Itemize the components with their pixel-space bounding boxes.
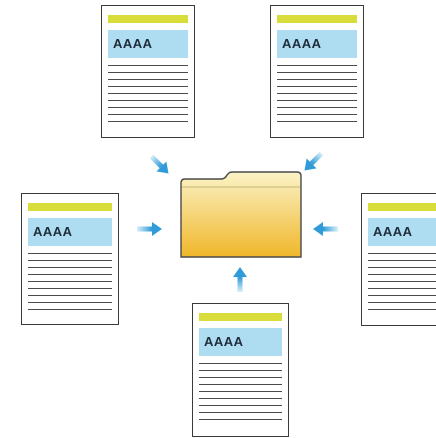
text-line (108, 107, 188, 108)
text-line (108, 93, 188, 94)
text-line (199, 419, 282, 420)
text-line (277, 72, 357, 73)
text-line (199, 412, 282, 413)
document-title: AAAA (368, 218, 436, 246)
text-line (28, 281, 112, 282)
document-right: AAAA (361, 193, 436, 326)
text-line (368, 260, 436, 261)
text-line (108, 86, 188, 87)
text-line (199, 398, 282, 399)
text-line (108, 72, 188, 73)
text-line (277, 107, 357, 108)
document-title: AAAA (28, 218, 112, 246)
text-line (199, 405, 282, 406)
arrow-top-left (149, 154, 169, 174)
text-line (28, 295, 112, 296)
text-line (28, 253, 112, 254)
text-line (368, 253, 436, 254)
text-line (108, 100, 188, 101)
header-bar (277, 15, 357, 23)
text-line (368, 281, 436, 282)
header-bar (199, 313, 282, 321)
text-line (368, 288, 436, 289)
text-line (368, 295, 436, 296)
text-line (277, 100, 357, 101)
header-bar (28, 203, 112, 211)
text-line (108, 65, 188, 66)
text-line (199, 370, 282, 371)
header-bar (108, 15, 188, 23)
arrow-top-right (304, 151, 324, 171)
text-line (368, 267, 436, 268)
text-line (277, 79, 357, 80)
text-line (368, 274, 436, 275)
arrow-left (137, 222, 162, 236)
text-line (199, 391, 282, 392)
text-line (28, 288, 112, 289)
text-line (277, 86, 357, 87)
text-line (368, 302, 436, 303)
document-left: AAAA (21, 193, 119, 325)
document-bottom: AAAA (192, 303, 289, 437)
text-line (28, 267, 112, 268)
text-line (108, 79, 188, 80)
text-line (199, 384, 282, 385)
text-line (368, 309, 436, 310)
text-line (28, 260, 112, 261)
text-line (199, 363, 282, 364)
text-line (199, 377, 282, 378)
text-line (277, 93, 357, 94)
text-line (108, 121, 188, 122)
text-line (28, 274, 112, 275)
arrow-right (313, 222, 338, 236)
text-line (28, 309, 112, 310)
arrow-bottom (233, 267, 247, 292)
text-line (277, 114, 357, 115)
folder-icon (180, 171, 302, 258)
text-line (277, 121, 357, 122)
header-bar (368, 203, 436, 211)
text-line (277, 65, 357, 66)
document-top-right: AAAA (270, 5, 364, 138)
document-top-left: AAAA (101, 5, 195, 138)
document-title: AAAA (277, 30, 357, 58)
text-line (108, 114, 188, 115)
document-title: AAAA (199, 328, 282, 356)
document-title: AAAA (108, 30, 188, 58)
text-line (28, 302, 112, 303)
